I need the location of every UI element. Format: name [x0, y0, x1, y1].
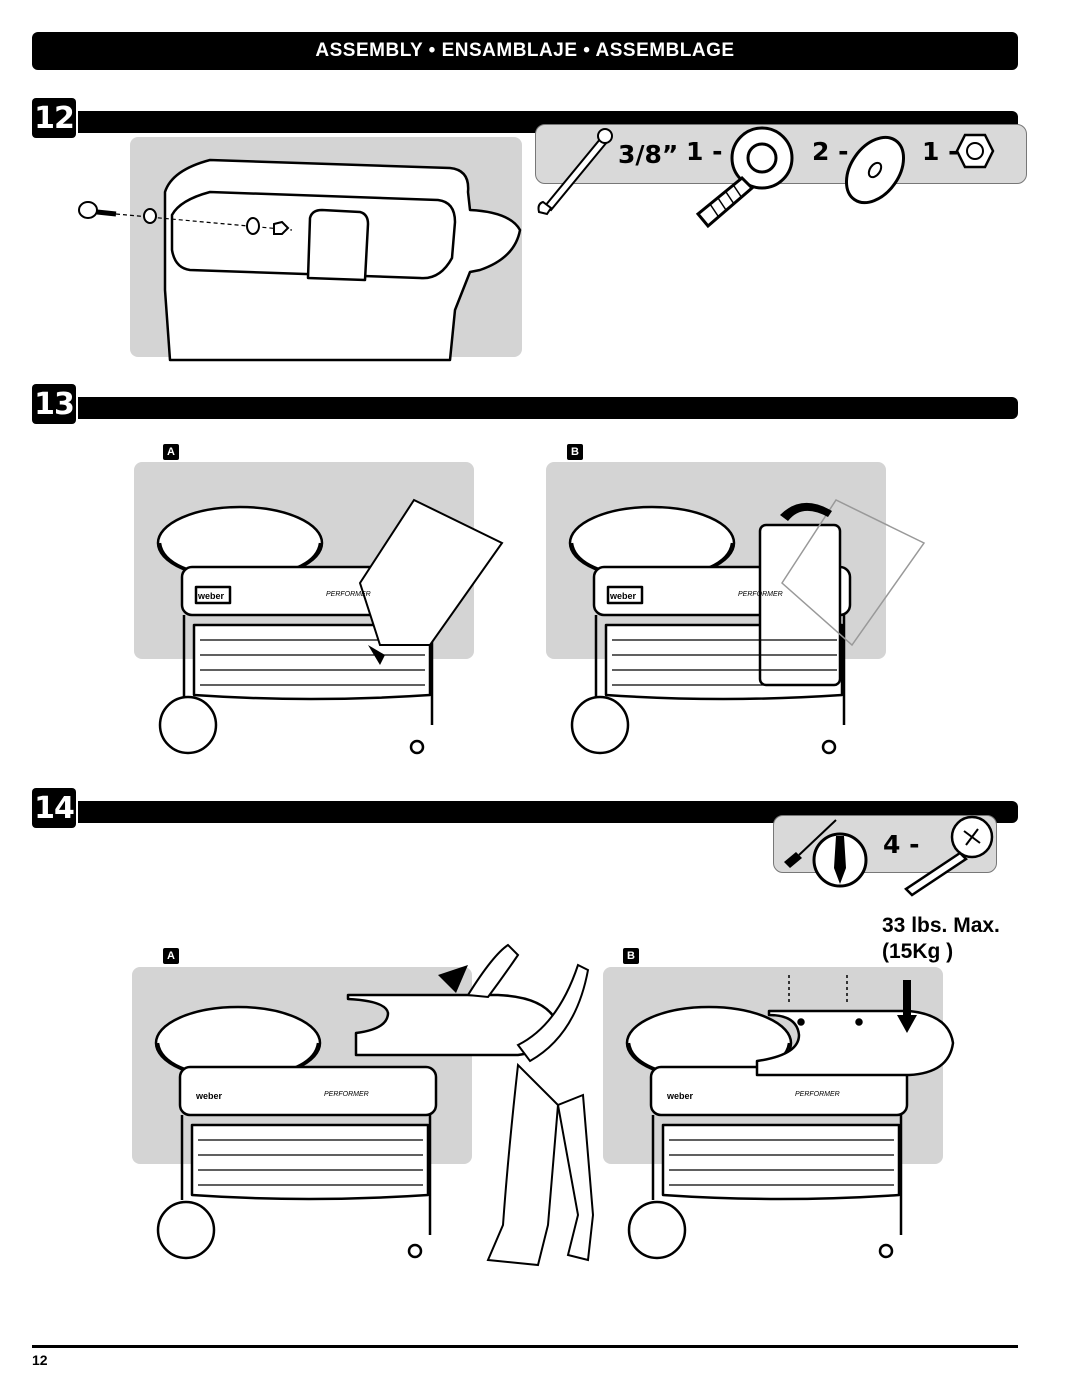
arrow-icon — [780, 502, 832, 521]
screw-icon — [904, 815, 994, 897]
wrench-icon — [537, 128, 613, 216]
brand-logo: weber — [195, 1091, 223, 1101]
section-header: ASSEMBLY • ENSAMBLAJE • ASSEMBLAGE — [32, 32, 1018, 70]
brand-logo: weber — [666, 1091, 694, 1101]
footer-rule — [32, 1345, 1018, 1348]
arrow-icon — [438, 965, 468, 993]
eye-bolt-qty: 1 - — [686, 137, 723, 166]
phillips-tip-icon — [812, 832, 868, 888]
catch-pan-illustration — [78, 158, 522, 362]
arrow-icon — [368, 645, 385, 665]
step-13b-grill: weber PERFORMER — [568, 499, 926, 755]
nut-qty: 1 - — [922, 137, 959, 166]
brand-logo: weber — [609, 591, 637, 601]
washer-qty: 2 - — [812, 137, 849, 166]
step-14a-grill: weber PERFORMER — [154, 943, 595, 1267]
step-12-number: 12 — [32, 98, 76, 138]
step-13-b-label: B — [567, 444, 583, 460]
arrow-icon — [897, 980, 917, 1033]
step-14-number: 14 — [32, 788, 76, 828]
washer-icon — [844, 135, 906, 205]
model-label: PERFORMER — [326, 591, 371, 598]
nut-icon — [955, 133, 995, 169]
eye-bolt-icon — [695, 126, 794, 229]
step-13-number: 13 — [32, 384, 76, 424]
step-14-a-label: A — [163, 948, 179, 964]
model-label: PERFORMER — [795, 1091, 840, 1098]
step-13-rule — [78, 397, 1018, 419]
model-label: PERFORMER — [324, 1091, 369, 1098]
tool-size-label: 3/8” — [618, 140, 679, 169]
page-number: 12 — [32, 1352, 48, 1368]
weight-limit-line2: (15Kg ) — [882, 940, 954, 963]
screwdriver-icon — [784, 819, 837, 868]
step-13a-grill: weber PERFORMER — [156, 498, 504, 755]
step-14b-grill: weber PERFORMER — [625, 975, 955, 1260]
step-13-a-label: A — [163, 444, 179, 460]
weight-limit-line1: 33 lbs. Max. — [882, 914, 1000, 937]
brand-logo: weber — [197, 591, 225, 601]
step-14-b-label: B — [623, 948, 639, 964]
model-label: PERFORMER — [738, 591, 783, 598]
screw-qty: 4 - — [883, 830, 920, 859]
